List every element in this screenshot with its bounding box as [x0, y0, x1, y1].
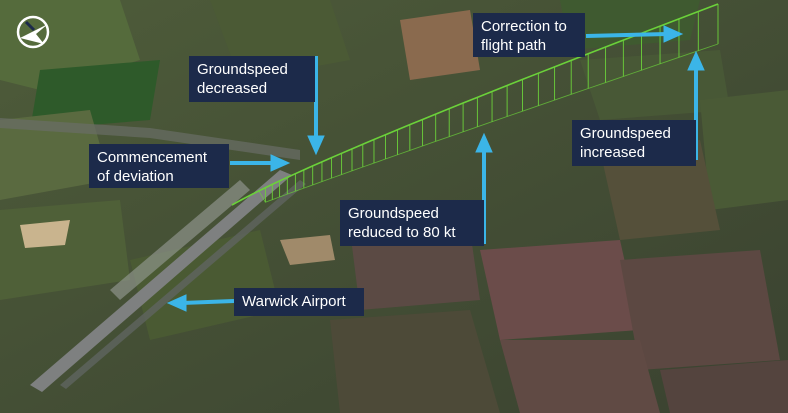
- callout-airport: Warwick Airport: [234, 288, 364, 316]
- callout-commencement: Commencement of deviation: [89, 144, 229, 188]
- callout-gs-80: Groundspeed reduced to 80 kt: [340, 200, 484, 246]
- callout-gs-decreased: Groundspeed decreased: [189, 56, 315, 102]
- atsb-logo-icon: [16, 15, 50, 49]
- callout-correction: Correction to flight path: [473, 13, 585, 57]
- callout-gs-increased: Groundspeed increased: [572, 120, 696, 166]
